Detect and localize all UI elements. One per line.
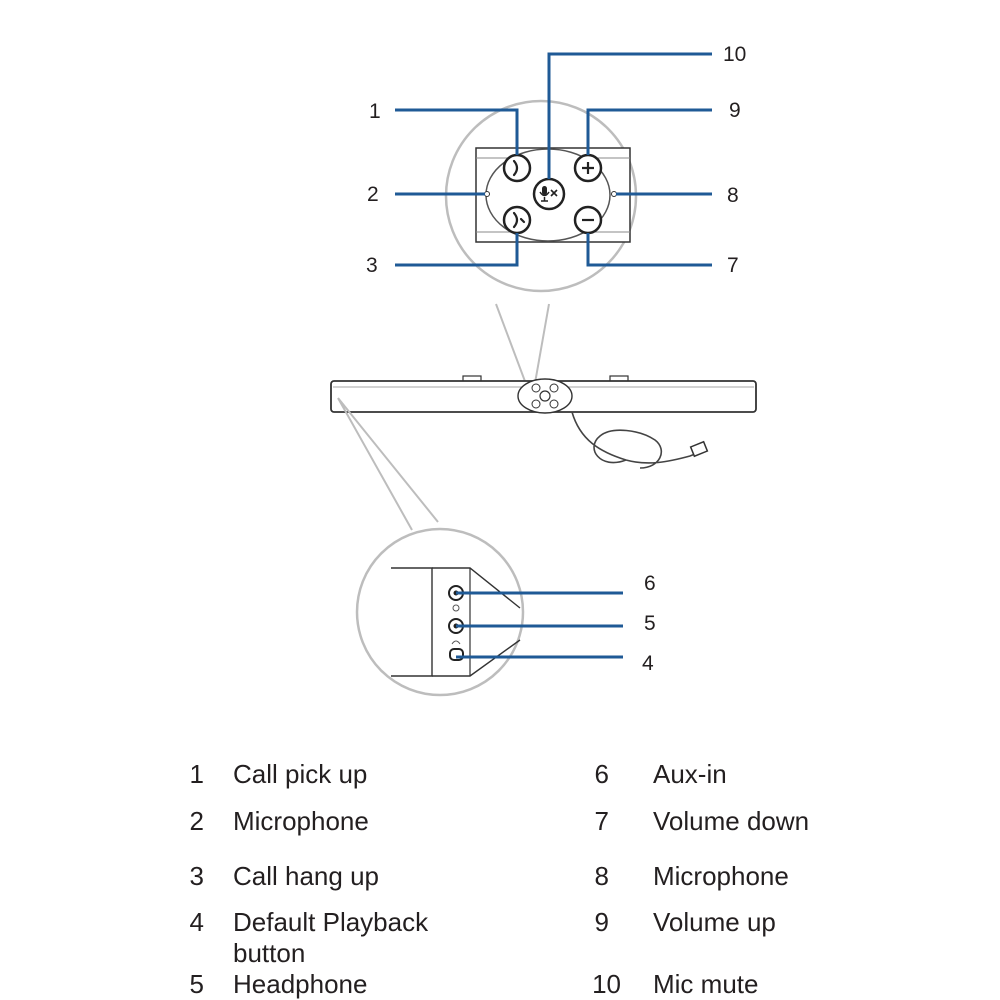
callout-5: 5 (644, 612, 656, 635)
callout-6: 6 (644, 572, 656, 595)
leader-line-10 (547, 52, 712, 179)
legend-number: 4 (189, 907, 204, 937)
legend-label: Microphone (653, 861, 789, 891)
call-pick-up-button[interactable] (502, 153, 532, 183)
microphone-right-hole (611, 191, 617, 197)
leader-line-9 (586, 108, 712, 155)
callout-9: 9 (729, 99, 741, 122)
side-ports-detail: 6 5 4 (337, 397, 656, 697)
phone-hangup-icon (512, 211, 526, 229)
callout-3: 3 (366, 254, 378, 277)
leader-line-7 (586, 233, 712, 267)
leader-line-1 (395, 108, 519, 155)
legend-label: Microphone (233, 806, 369, 836)
control-panel-detail: 1 2 3 10 9 8 7 (366, 43, 746, 404)
ports-detail-circle (355, 527, 525, 697)
leader-lines-top (395, 52, 712, 267)
legend-label: Aux-in (653, 759, 727, 789)
legend-number: 6 (594, 759, 609, 789)
legend-number: 3 (189, 861, 204, 891)
usb-cable (571, 411, 701, 469)
detail-connector-bottom (337, 397, 439, 531)
bar-end-body (391, 567, 433, 677)
leader-line-3 (395, 233, 519, 267)
callout-10: 10 (723, 43, 746, 66)
callout-1: 1 (369, 100, 381, 123)
aux-in-icon (452, 604, 460, 612)
legend-label: Mic mute (653, 969, 759, 999)
callout-8: 8 (727, 184, 739, 207)
callout-7: 7 (727, 254, 739, 277)
legend-number: 8 (594, 861, 609, 891)
legend-number: 5 (189, 969, 204, 999)
legend-number: 1 (189, 759, 204, 789)
legend-label: Headphone (233, 969, 368, 999)
legend-label: Call pick up (233, 759, 368, 789)
legend-number: 2 (189, 806, 204, 836)
legend-number: 9 (594, 907, 609, 937)
legend-label: Call hang up (233, 861, 379, 891)
phone-handset-icon (512, 159, 519, 177)
plus-icon (582, 162, 594, 174)
callout-2: 2 (367, 183, 379, 206)
usb-plug (689, 440, 709, 458)
speakerbar (330, 375, 757, 469)
volume-down-button[interactable] (573, 205, 603, 235)
legend-number: 10 (592, 969, 621, 999)
legend-label: Volume up (653, 907, 776, 937)
legend-label: Volume down (653, 806, 810, 836)
microphone-mute-icon (539, 186, 558, 202)
leader-lines-bottom (456, 591, 623, 659)
mic-mute-button[interactable] (532, 177, 566, 211)
volume-up-button[interactable] (573, 153, 603, 183)
call-hang-up-button[interactable] (502, 205, 532, 235)
callout-4: 4 (642, 652, 654, 675)
speakerbar-diagram: 1 2 3 10 9 8 7 (330, 43, 757, 697)
legend-number: 7 (594, 806, 609, 836)
headphone-icon (451, 640, 461, 645)
microphone-left-hole (484, 191, 490, 197)
legend-label: Default Playback button (233, 907, 429, 968)
